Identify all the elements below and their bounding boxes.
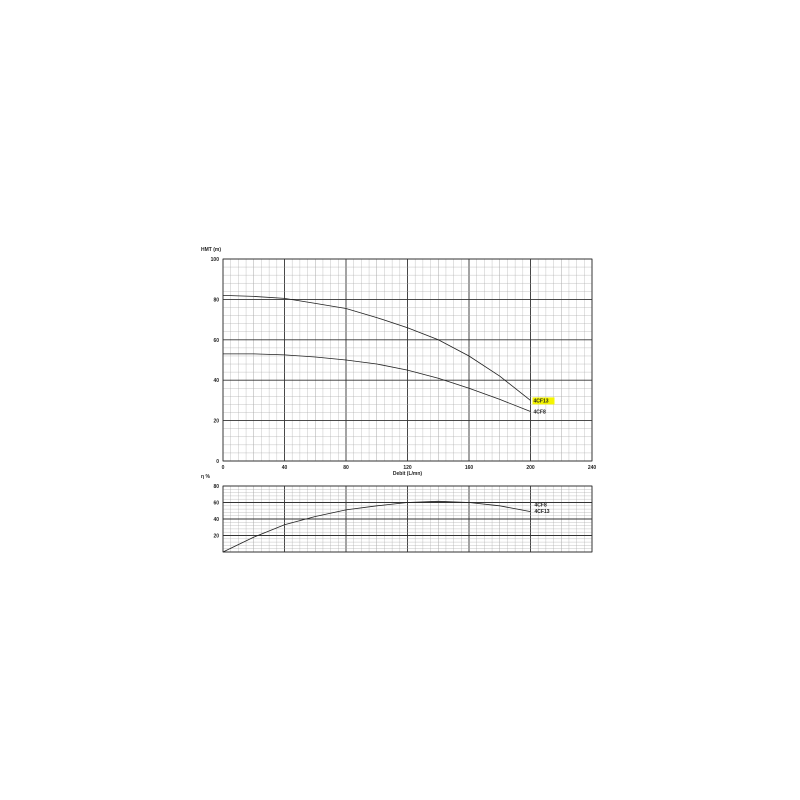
series-line-4CF13 bbox=[222, 295, 531, 401]
y-tick-label: 80 bbox=[213, 297, 219, 303]
x-tick-label: 160 bbox=[465, 465, 474, 471]
y-tick-label: 0 bbox=[216, 459, 219, 465]
x-tick-label: 240 bbox=[588, 465, 597, 471]
legend-entry: 4CF8 bbox=[535, 503, 547, 509]
plot-frame bbox=[222, 485, 593, 553]
panel-1 bbox=[222, 485, 593, 553]
y-axis-label: η % bbox=[201, 474, 210, 480]
y-tick-label: 20 bbox=[213, 534, 219, 540]
x-axis-label: Debit (L/mn) bbox=[393, 471, 422, 477]
y-tick-label: 60 bbox=[213, 501, 219, 507]
y-tick-label: 40 bbox=[213, 517, 219, 523]
x-tick-label: 80 bbox=[343, 465, 349, 471]
x-tick-label: 120 bbox=[403, 465, 412, 471]
series-label: 4CF8 bbox=[534, 410, 546, 416]
series-label: 4CF13 bbox=[534, 398, 549, 404]
y-tick-label: 40 bbox=[213, 378, 219, 384]
x-tick-label: 0 bbox=[222, 465, 225, 471]
y-axis-label: HMT (m) bbox=[201, 247, 221, 253]
panel-0 bbox=[222, 258, 593, 462]
plot-frame bbox=[222, 258, 593, 462]
series-line-4CF8-4CF13 bbox=[222, 500, 531, 553]
series-line-4CF8 bbox=[223, 353, 531, 412]
y-tick-label: 100 bbox=[211, 257, 220, 263]
legend-entry: 4CF13 bbox=[535, 509, 550, 515]
y-tick-label: 80 bbox=[213, 484, 219, 490]
y-tick-label: 20 bbox=[213, 419, 219, 425]
series-label-highlight bbox=[532, 397, 555, 405]
x-tick-label: 200 bbox=[526, 465, 535, 471]
y-tick-label: 60 bbox=[213, 338, 219, 344]
x-tick-label: 40 bbox=[282, 465, 288, 471]
